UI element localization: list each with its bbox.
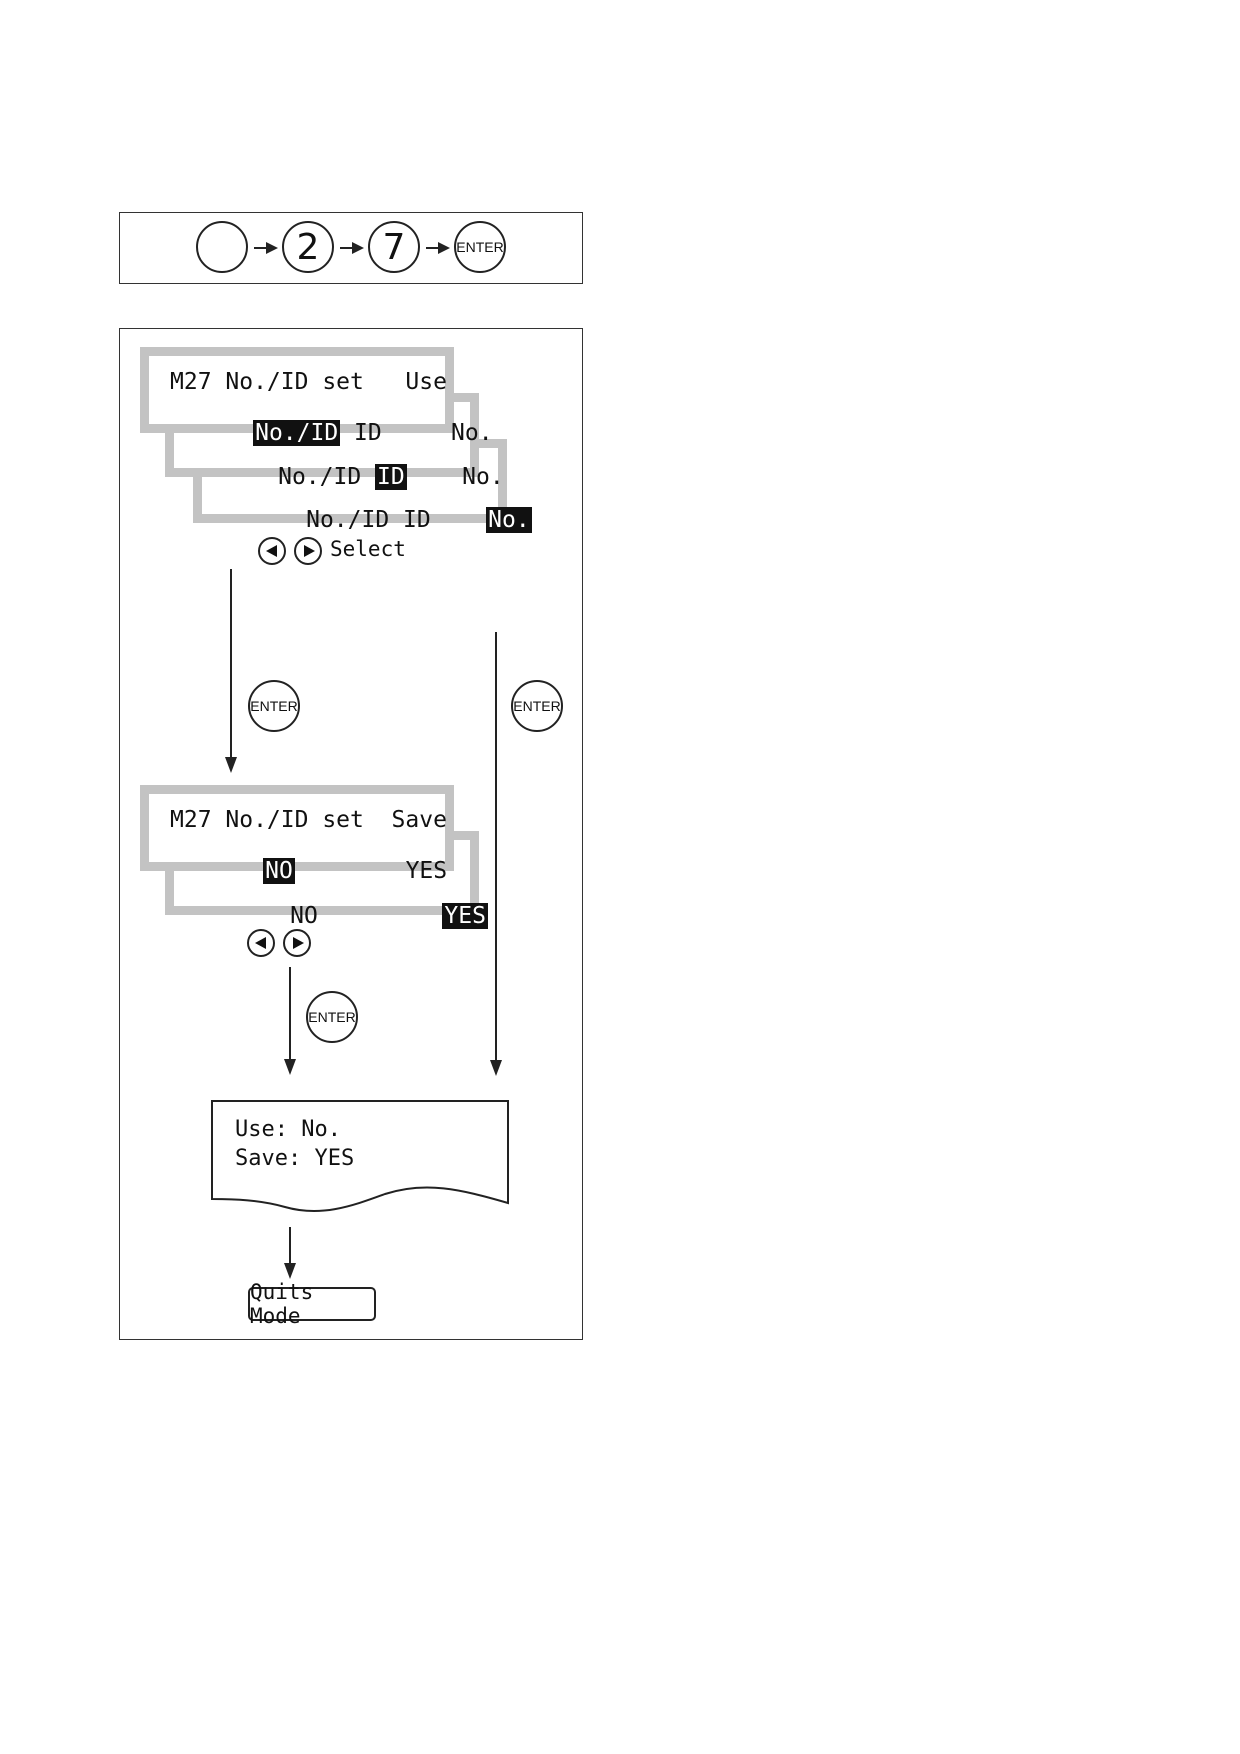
option-noid-selected: No./ID <box>253 420 341 446</box>
flow-arrow-line <box>230 569 232 759</box>
left-arrow-button[interactable] <box>258 537 286 565</box>
down-arrow-icon <box>284 1059 296 1075</box>
down-arrow-icon <box>225 757 237 773</box>
enter-key-button[interactable]: ENTER <box>454 221 506 273</box>
quits-mode-box: Quits Mode <box>248 1280 376 1328</box>
option-id: ID <box>354 420 382 446</box>
option-no: No. <box>451 420 493 446</box>
option-noid: No./ID <box>278 464 362 490</box>
key-sequence-panel: 2 7 ENTER <box>119 212 583 284</box>
right-arrow-button[interactable] <box>294 537 322 565</box>
option-yes: YES <box>405 858 448 884</box>
option-no: No. <box>462 464 504 490</box>
printout-use-line: Use: No. <box>235 1117 341 1142</box>
lcd-use-row1: M27 No./ID set Use No./ID ID No. <box>140 347 493 446</box>
arrow-right-icon <box>254 247 268 249</box>
arrow-head-icon <box>352 242 364 254</box>
option-no-selected: No. <box>486 507 532 533</box>
option-id: ID <box>403 507 431 533</box>
left-arrow-button[interactable] <box>247 929 275 957</box>
key-2-button[interactable]: 2 <box>282 221 334 273</box>
option-id-selected: ID <box>375 464 407 490</box>
lcd-use-title: M27 No./ID set Use <box>170 369 447 395</box>
option-noid: No./ID <box>306 507 390 533</box>
flow-arrow-line <box>495 632 497 1062</box>
option-no-selected: NO <box>263 858 295 884</box>
flow-arrow-line <box>289 1227 291 1267</box>
arrow-head-icon <box>438 242 450 254</box>
flow-panel: No./ID ID No. No./ID ID No. M27 No./ID s… <box>119 328 583 1340</box>
right-arrow-button[interactable] <box>283 929 311 957</box>
select-hint: Select <box>330 537 406 561</box>
key-7-button[interactable]: 7 <box>368 221 420 273</box>
blank-key-button[interactable] <box>196 221 248 273</box>
arrow-head-icon <box>266 242 278 254</box>
arrow-right-icon <box>426 247 440 249</box>
enter-key-button[interactable]: ENTER <box>248 680 300 732</box>
printout-save-line: Save: YES <box>235 1146 355 1171</box>
lcd-save-row1: M27 No./ID set Save NO YES <box>140 785 454 884</box>
lcd-save-title: M27 No./ID set Save <box>170 807 447 833</box>
flow-arrow-line <box>289 967 291 1061</box>
printout-paper <box>211 1100 509 1213</box>
quits-mode-label: Quits Mode <box>250 1280 314 1328</box>
enter-key-button[interactable]: ENTER <box>511 680 563 732</box>
enter-key-button[interactable]: ENTER <box>306 991 358 1043</box>
arrow-right-icon <box>340 247 354 249</box>
option-yes-selected: YES <box>442 903 488 929</box>
option-no: NO <box>290 903 318 929</box>
down-arrow-icon <box>284 1263 296 1279</box>
down-arrow-icon <box>490 1060 502 1076</box>
